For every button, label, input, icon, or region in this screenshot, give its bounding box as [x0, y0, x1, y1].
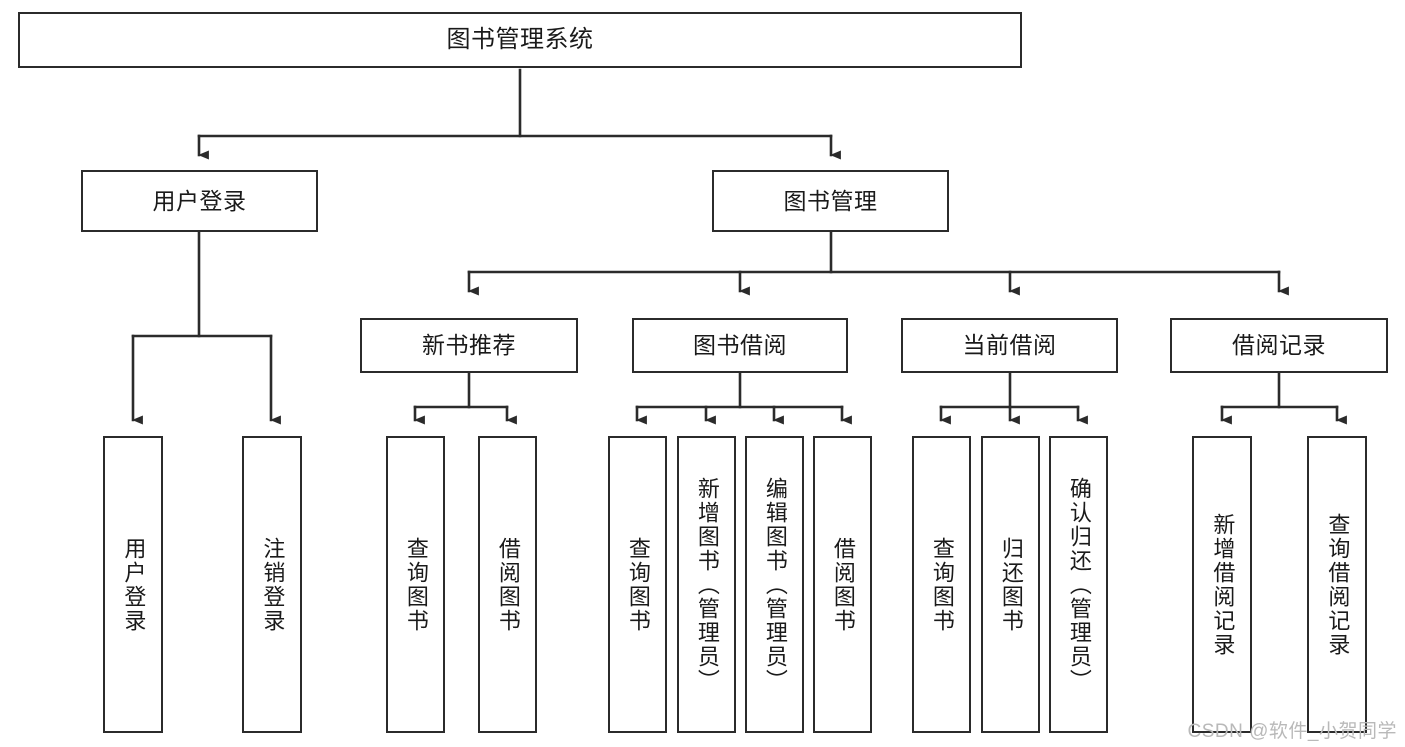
node-label: 查询图书 [403, 536, 429, 633]
node-label: 编辑图书（管理员） [762, 476, 788, 693]
leaf-query-borrow-record[interactable]: 查询借阅记录 [1307, 436, 1367, 733]
node-label: 图书借阅 [693, 332, 787, 359]
node-label: 用户登录 [121, 536, 147, 633]
leaf-confirm-return-admin[interactable]: 确认归还（管理员） [1049, 436, 1108, 733]
node-current-borrow[interactable]: 当前借阅 [901, 318, 1118, 373]
node-label: 用户登录 [152, 187, 247, 214]
node-label: 查询图书 [625, 536, 651, 633]
node-label: 归还图书 [998, 536, 1024, 633]
node-label: 注销登录 [260, 536, 286, 633]
node-label: 当前借阅 [962, 332, 1057, 359]
leaf-return-book[interactable]: 归还图书 [981, 436, 1040, 733]
node-book-management[interactable]: 图书管理 [712, 170, 949, 232]
leaf-query-book-current[interactable]: 查询图书 [912, 436, 971, 733]
node-label: 确认归还（管理员） [1066, 476, 1092, 693]
node-root-book-management-system[interactable]: 图书管理系统 [18, 12, 1022, 68]
leaf-add-book-admin[interactable]: 新增图书（管理员） [677, 436, 736, 733]
node-user-login[interactable]: 用户登录 [81, 170, 318, 232]
leaf-query-book-recommend[interactable]: 查询图书 [386, 436, 445, 733]
node-label: 图书管理 [783, 187, 878, 214]
node-book-borrow[interactable]: 图书借阅 [632, 318, 848, 373]
node-label: 新书推荐 [422, 332, 516, 359]
node-label: 查询借阅记录 [1325, 512, 1351, 657]
node-label: 借阅记录 [1232, 332, 1326, 359]
node-label: 图书管理系统 [446, 26, 594, 54]
leaf-borrow-book[interactable]: 借阅图书 [813, 436, 872, 733]
node-label: 查询图书 [929, 536, 955, 633]
leaf-add-borrow-record[interactable]: 新增借阅记录 [1192, 436, 1252, 733]
node-label: 新增图书（管理员） [694, 476, 720, 693]
leaf-edit-book-admin[interactable]: 编辑图书（管理员） [745, 436, 804, 733]
node-label: 借阅图书 [830, 536, 856, 633]
leaf-logout-login[interactable]: 注销登录 [242, 436, 302, 733]
csdn-watermark: CSDN @软件_小贺同学 [1187, 721, 1397, 742]
leaf-query-book-borrow[interactable]: 查询图书 [608, 436, 667, 733]
node-new-book-recommend[interactable]: 新书推荐 [360, 318, 578, 373]
node-label: 借阅图书 [495, 536, 521, 633]
node-label: 新增借阅记录 [1210, 512, 1236, 657]
leaf-borrow-book-recommend[interactable]: 借阅图书 [478, 436, 537, 733]
leaf-user-login[interactable]: 用户登录 [103, 436, 163, 733]
node-borrow-record[interactable]: 借阅记录 [1170, 318, 1388, 373]
